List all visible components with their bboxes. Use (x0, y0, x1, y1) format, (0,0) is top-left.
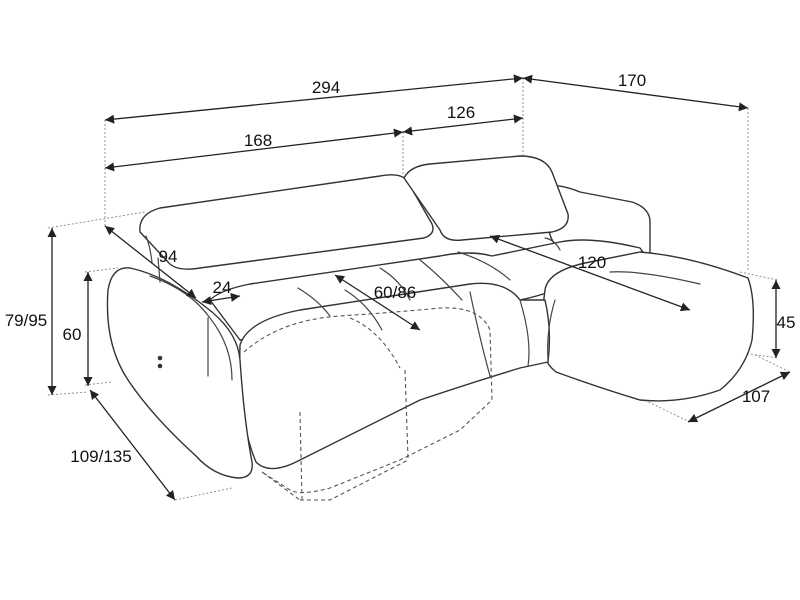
dim-total-length: 294 (312, 78, 340, 97)
dim-armrest-height: 60 (63, 325, 82, 344)
dim-seat-section-length: 168 (244, 131, 272, 150)
dim-chaise-width: 107 (742, 387, 770, 406)
sofa-outline (106, 155, 755, 479)
dim-height-total: 79/95 (5, 311, 48, 330)
dim-chaise-length: 120 (578, 253, 606, 272)
left-headrest (139, 174, 434, 270)
dim-armrest-width: 24 (213, 278, 232, 297)
recline-button-icon (157, 355, 163, 369)
dim-seat-height: 45 (777, 313, 796, 332)
pullout-hidden-lines (243, 307, 493, 501)
dimension-labels: 294 170 168 126 94 24 60/86 120 79/95 60… (5, 71, 796, 466)
right-headrest (403, 155, 569, 241)
dim-recliner-section: 126 (447, 103, 475, 122)
dim-seat-depth: 60/86 (374, 283, 417, 302)
dimension-lines (47, 74, 791, 501)
main-seat-cushion (239, 282, 551, 470)
dim-depth-total: 109/135 (70, 447, 131, 466)
dim-headrest-tilt: 94 (159, 247, 178, 266)
dim-chaise-depth: 170 (618, 71, 646, 90)
